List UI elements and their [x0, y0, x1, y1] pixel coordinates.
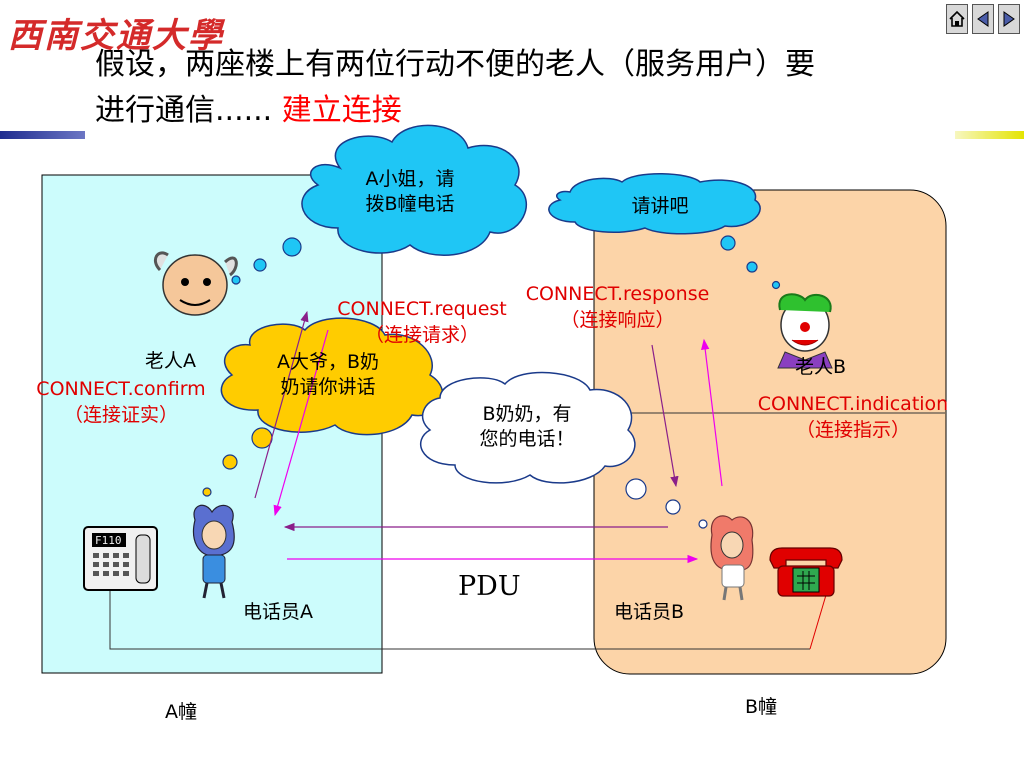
primitive-request: CONNECT.request （连接请求） [307, 298, 537, 347]
primitive-indication-cn: （连接指示） [795, 419, 910, 441]
primitive-confirm: CONNECT.confirm （连接证实） [6, 378, 236, 427]
arrow-indication [651, 344, 679, 488]
title-line-2-text: 进行通信...... [95, 93, 273, 128]
primitive-confirm-cn: （连接证实） [63, 404, 178, 426]
title-line-2: 进行通信...... 建立连接 [95, 88, 955, 134]
primitive-response: CONNECT.response （连接响应） [495, 283, 740, 332]
cloud-elder-a-text: A小姐，请 拨B幢电话 [330, 167, 490, 217]
operator-b-label: 电话员B [614, 601, 685, 623]
primitive-response-en: CONNECT.response [525, 283, 710, 305]
arrow-response [701, 338, 723, 487]
speech-cloud-operator-a [202, 317, 444, 497]
cloud-elder-a-line2: 拨B幢电话 [365, 193, 455, 215]
next-button[interactable] [998, 4, 1020, 34]
elder-b-label: 老人B [795, 356, 847, 378]
cloud-operator-b-text: B奶奶，有 您的电话！ [452, 402, 602, 452]
title-highlight: 建立连接 [281, 93, 402, 128]
elder-a-figure [154, 251, 238, 316]
speech-cloud-elder-a [231, 124, 527, 285]
operator-a-figure [193, 504, 235, 599]
slide-title: 假设，两座楼上有两位行动不便的老人（服务用户）要 进行通信...... 建立连接 [95, 42, 955, 134]
decor-bar-left [0, 131, 85, 139]
elder-b-figure [777, 293, 833, 369]
phone-a-display: F110 [95, 534, 122, 547]
primitive-request-cn: （连接请求） [364, 324, 479, 346]
home-icon [949, 10, 965, 27]
university-logo: 西南交通大學 [8, 16, 224, 56]
phone-b-icon [769, 547, 843, 597]
operator-b-figure [710, 515, 754, 601]
home-button[interactable] [946, 4, 968, 34]
building-b-label: B幢 [745, 696, 778, 718]
operator-a-label: 电话员A [243, 601, 313, 623]
primitive-indication: CONNECT.indication （连接指示） [728, 393, 978, 442]
primitive-indication-en: CONNECT.indication [757, 393, 949, 415]
prev-button[interactable] [972, 4, 994, 34]
cloud-operator-a-line2: 奶请你讲话 [280, 376, 376, 398]
primitive-request-en: CONNECT.request [337, 298, 507, 320]
cloud-elder-a-line1: A小姐，请 [365, 168, 455, 190]
phone-cable-a [109, 590, 810, 650]
building-a-label: A幢 [165, 701, 197, 723]
title-line-1: 假设，两座楼上有两位行动不便的老人（服务用户）要 [95, 47, 815, 82]
cloud-operator-a-line1: A大爷，B奶 [276, 351, 380, 373]
elder-a-label: 老人A [145, 350, 196, 372]
decor-bar-right [955, 131, 1024, 139]
primitive-response-cn: （连接响应） [560, 309, 675, 331]
phone-a-icon: F110 [83, 526, 158, 591]
cloud-elder-b-text: 请讲吧 [631, 195, 689, 217]
pdu-label: PDU [458, 571, 521, 602]
cloud-operator-a-text: A大爷，B奶 奶请你讲话 [248, 350, 408, 400]
primitive-confirm-en: CONNECT.confirm [36, 378, 206, 400]
phone-cable-b [809, 594, 827, 650]
arrow-request [254, 310, 309, 499]
cloud-operator-b-line1: B奶奶，有 [482, 403, 572, 425]
cloud-operator-b-line2: 您的电话！ [479, 428, 575, 450]
speech-cloud-elder-b [548, 173, 781, 290]
prev-arrow-icon [977, 11, 989, 27]
next-arrow-icon [1003, 11, 1015, 27]
arrow-confirm [273, 329, 329, 517]
speech-cloud-operator-b [420, 371, 708, 529]
